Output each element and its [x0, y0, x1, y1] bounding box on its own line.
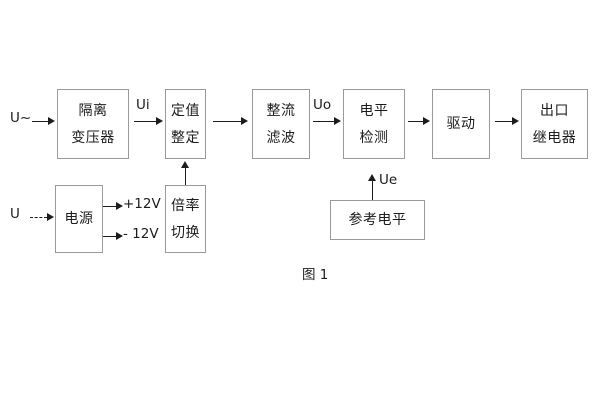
arrow-power-supply-to-supply-negative — [103, 232, 123, 241]
label-input-dc: U — [10, 206, 20, 222]
block-reference-level: 参考电平 — [330, 200, 425, 240]
block-drive: 驱动 — [432, 89, 490, 159]
label-supply-positive: +12V — [123, 196, 161, 212]
block-setting-value: 定值 整定 — [165, 89, 206, 159]
block-output-relay-line-1: 出口 — [540, 102, 569, 119]
block-level-detection: 电平 检测 — [343, 89, 405, 159]
block-rectify-filter-line-2: 滤波 — [266, 129, 296, 146]
arrow-setting-value-to-rectify-filter — [213, 117, 248, 126]
block-output-relay: 出口 继电器 — [521, 89, 588, 159]
label-signal-ui: Ui — [136, 97, 150, 113]
label-supply-negative: - 12V — [123, 226, 159, 242]
label-signal-uo: Uo — [313, 97, 332, 113]
block-setting-value-line-1: 定值 — [171, 102, 200, 119]
block-multiplier-switch-line-1: 倍率 — [171, 197, 200, 214]
block-power-supply-line-1: 电源 — [64, 211, 94, 227]
label-signal-ue: Ue — [379, 172, 398, 188]
block-isolation-transformer-line-1: 隔离 — [78, 102, 108, 119]
arrow-rectify-filter-to-level-detection — [313, 117, 341, 126]
arrow-drive-to-output-relay — [495, 117, 519, 126]
label-input-ac: U~ — [10, 110, 32, 126]
block-multiplier-switch: 倍率 切换 — [165, 185, 206, 253]
block-level-detection-line-1: 电平 — [359, 102, 389, 119]
block-drive-line-1: 驱动 — [446, 116, 476, 132]
block-output-relay-line-2: 继电器 — [532, 129, 577, 146]
arrow-multiplier-switch-to-setting-value — [181, 161, 190, 185]
arrow-input-dc-to-power-supply — [30, 213, 54, 222]
arrow-input-ac-to-isolation-transformer — [32, 117, 55, 126]
block-multiplier-switch-line-2: 切换 — [171, 224, 200, 241]
arrow-isolation-transformer-to-setting-value — [134, 117, 163, 126]
arrow-level-detection-to-drive — [408, 117, 430, 126]
block-power-supply: 电源 — [55, 185, 103, 253]
block-reference-level-line-1: 参考电平 — [348, 212, 407, 228]
block-level-detection-line-2: 检测 — [359, 129, 389, 146]
arrow-power-supply-to-supply-positive — [103, 202, 123, 211]
block-isolation-transformer-line-2: 变压器 — [71, 129, 115, 146]
arrow-reference-level-to-level-detection — [368, 174, 377, 200]
block-rectify-filter-line-1: 整流 — [266, 102, 296, 119]
block-setting-value-line-2: 整定 — [171, 129, 200, 146]
figure-caption: 图 1 — [302, 267, 329, 283]
block-isolation-transformer: 隔离 变压器 — [57, 89, 129, 159]
block-rectify-filter: 整流 滤波 — [252, 89, 310, 159]
